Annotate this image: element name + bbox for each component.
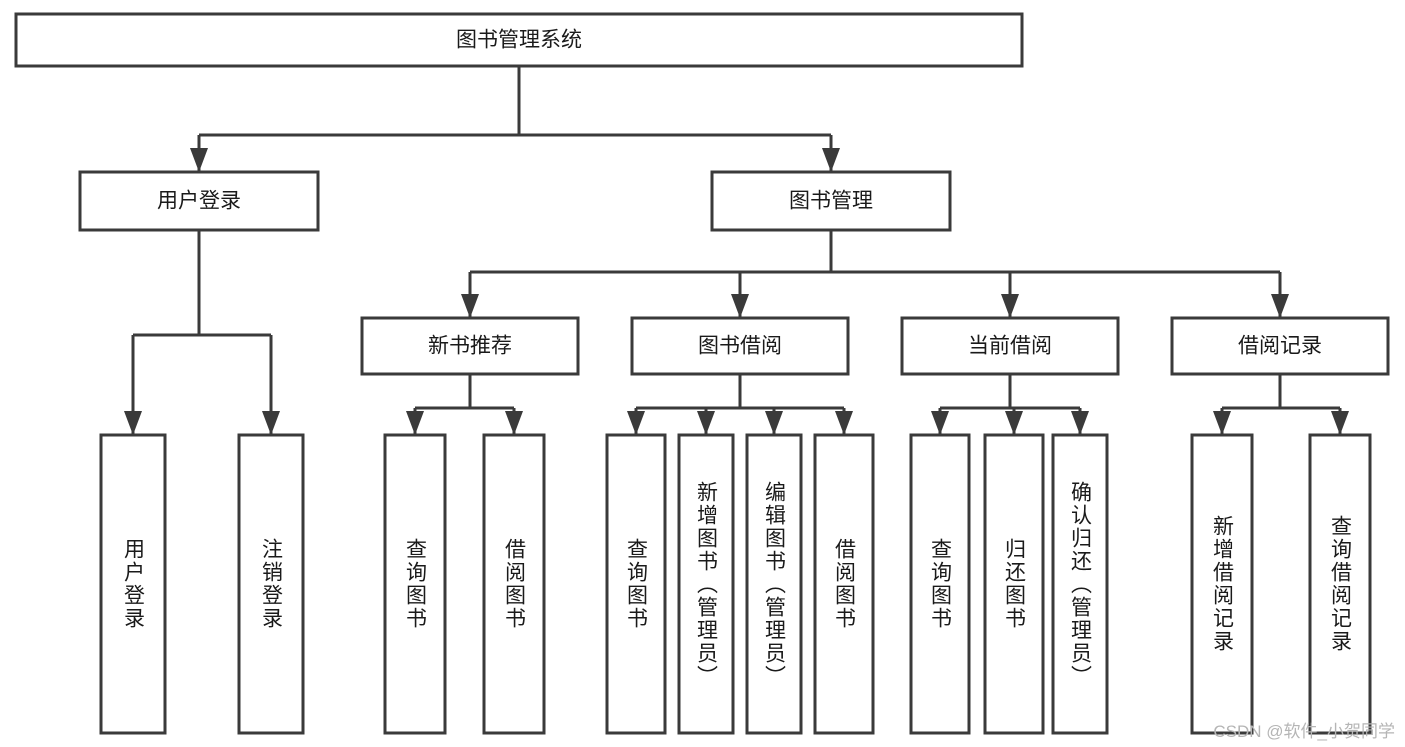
node-label-book-borrow: 图书借阅 [698, 335, 782, 358]
node-box-leaf-query-book-borrow[interactable] [605, 433, 667, 735]
arrow-head-icon [931, 411, 949, 435]
node-label-current-borrow: 当前借阅 [968, 335, 1052, 358]
arrow-head-icon [1071, 411, 1089, 435]
node-box-new-book-recommend[interactable] [360, 316, 580, 376]
watermark-text: CSDN @软件_小贺同学 [1213, 722, 1395, 741]
arrow-head-icon [1331, 411, 1349, 435]
node-box-current-borrow[interactable] [900, 316, 1120, 376]
node-box-leaf-logout[interactable] [237, 433, 305, 735]
arrow-head-icon [262, 411, 280, 435]
node-label-book-management: 图书管理 [789, 190, 873, 213]
node-box-user-login[interactable] [78, 170, 320, 232]
node-box-book-management[interactable] [710, 170, 952, 232]
arrow-head-icon [1271, 294, 1289, 318]
arrow-head-icon [406, 411, 424, 435]
node-box-leaf-borrow-book-rec[interactable] [482, 433, 546, 735]
node-box-leaf-borrow-book[interactable] [813, 433, 875, 735]
arrow-head-icon [835, 411, 853, 435]
node-box-leaf-add-book-admin[interactable] [677, 433, 735, 735]
arrow-head-icon [124, 411, 142, 435]
node-label-borrow-record: 借阅记录 [1238, 335, 1322, 358]
arrow-head-icon [505, 411, 523, 435]
node-box-leaf-query-borrow-record[interactable] [1308, 433, 1372, 735]
arrow-head-icon [697, 411, 715, 435]
node-label-root: 图书管理系统 [456, 29, 582, 52]
arrow-head-icon [461, 294, 479, 318]
arrow-head-icon [627, 411, 645, 435]
node-label-user-login: 用户登录 [157, 190, 241, 213]
box-layer [14, 12, 1390, 735]
node-box-leaf-edit-book-admin[interactable] [745, 433, 803, 735]
connector-layer [124, 66, 1349, 435]
node-box-borrow-record[interactable] [1170, 316, 1390, 376]
node-box-leaf-add-borrow-record[interactable] [1190, 433, 1254, 735]
arrow-head-icon [190, 148, 208, 172]
arrow-head-icon [822, 148, 840, 172]
arrow-head-icon [1213, 411, 1231, 435]
arrow-head-icon [1005, 411, 1023, 435]
arrow-head-icon [1001, 294, 1019, 318]
node-box-book-borrow[interactable] [630, 316, 850, 376]
arrow-head-icon [731, 294, 749, 318]
node-box-leaf-return-book[interactable] [983, 433, 1045, 735]
node-box-leaf-confirm-return-admin[interactable] [1051, 433, 1109, 735]
node-box-leaf-user-login[interactable] [99, 433, 167, 735]
node-label-new-book-recommend: 新书推荐 [428, 335, 512, 358]
node-box-leaf-query-book-cur[interactable] [909, 433, 971, 735]
node-box-leaf-query-book-rec[interactable] [383, 433, 447, 735]
node-box-root[interactable] [14, 12, 1024, 68]
arrow-head-icon [765, 411, 783, 435]
